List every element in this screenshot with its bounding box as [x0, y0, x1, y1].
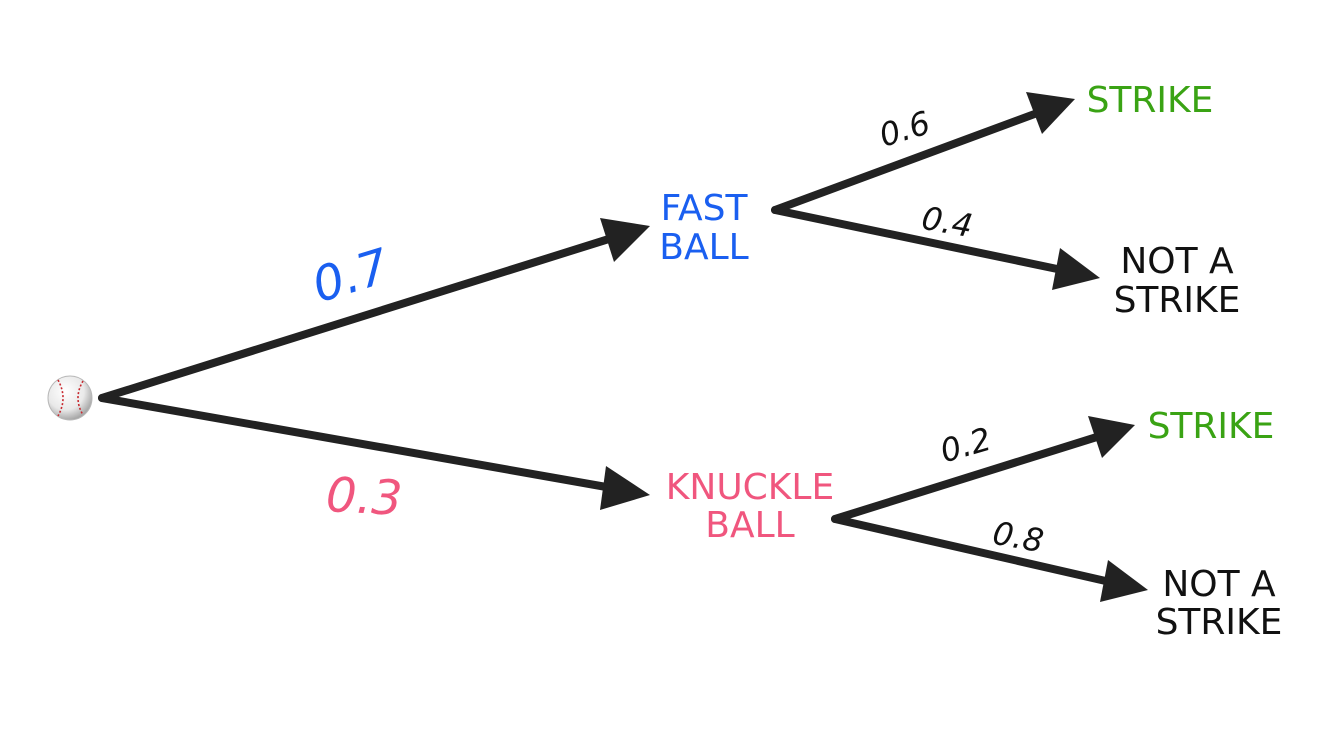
prob-fastball: 0.7 — [306, 238, 396, 314]
prob-knuckle-strike: 0.2 — [936, 420, 995, 471]
node-fastball-line1: FAST — [661, 188, 749, 229]
node-fast-not-strike-line2: STRIKE — [1114, 280, 1241, 321]
node-knuckleball-line1: KNUCKLE — [666, 467, 834, 508]
node-fast-not-strike-line1: NOT A — [1120, 241, 1234, 282]
node-knuckle-strike: STRIKE — [1148, 406, 1275, 447]
arrow-knuckleball-to-strike — [831, 416, 1135, 523]
node-knuckleball: KNUCKLE BALL — [666, 467, 834, 546]
prob-fast-strike: 0.6 — [875, 103, 935, 154]
baseball-icon — [47, 375, 93, 421]
arrow-fastball-to-strike — [771, 92, 1075, 214]
node-fastball: FAST BALL — [659, 188, 748, 268]
node-fast-strike: STRIKE — [1087, 80, 1214, 121]
node-knuckle-not-strike-line1: NOT A — [1162, 564, 1276, 605]
arrow-fastball-to-not-strike — [771, 206, 1100, 290]
prob-knuckleball: 0.3 — [325, 467, 404, 527]
prob-fast-not-strike: 0.4 — [919, 199, 976, 245]
arrow-to-fastball — [98, 218, 650, 402]
node-fastball-line2: BALL — [659, 227, 748, 268]
arrow-to-knuckleball — [98, 394, 650, 510]
arrow-knuckleball-to-not-strike — [831, 515, 1148, 602]
node-knuckle-not-strike-line2: STRIKE — [1156, 602, 1283, 643]
node-fast-not-strike: NOT A STRIKE — [1114, 241, 1241, 321]
node-knuckle-not-strike: NOT A STRIKE — [1156, 564, 1283, 643]
node-knuckleball-line2: BALL — [705, 505, 794, 546]
prob-knuckle-not-strike: 0.8 — [990, 514, 1047, 560]
